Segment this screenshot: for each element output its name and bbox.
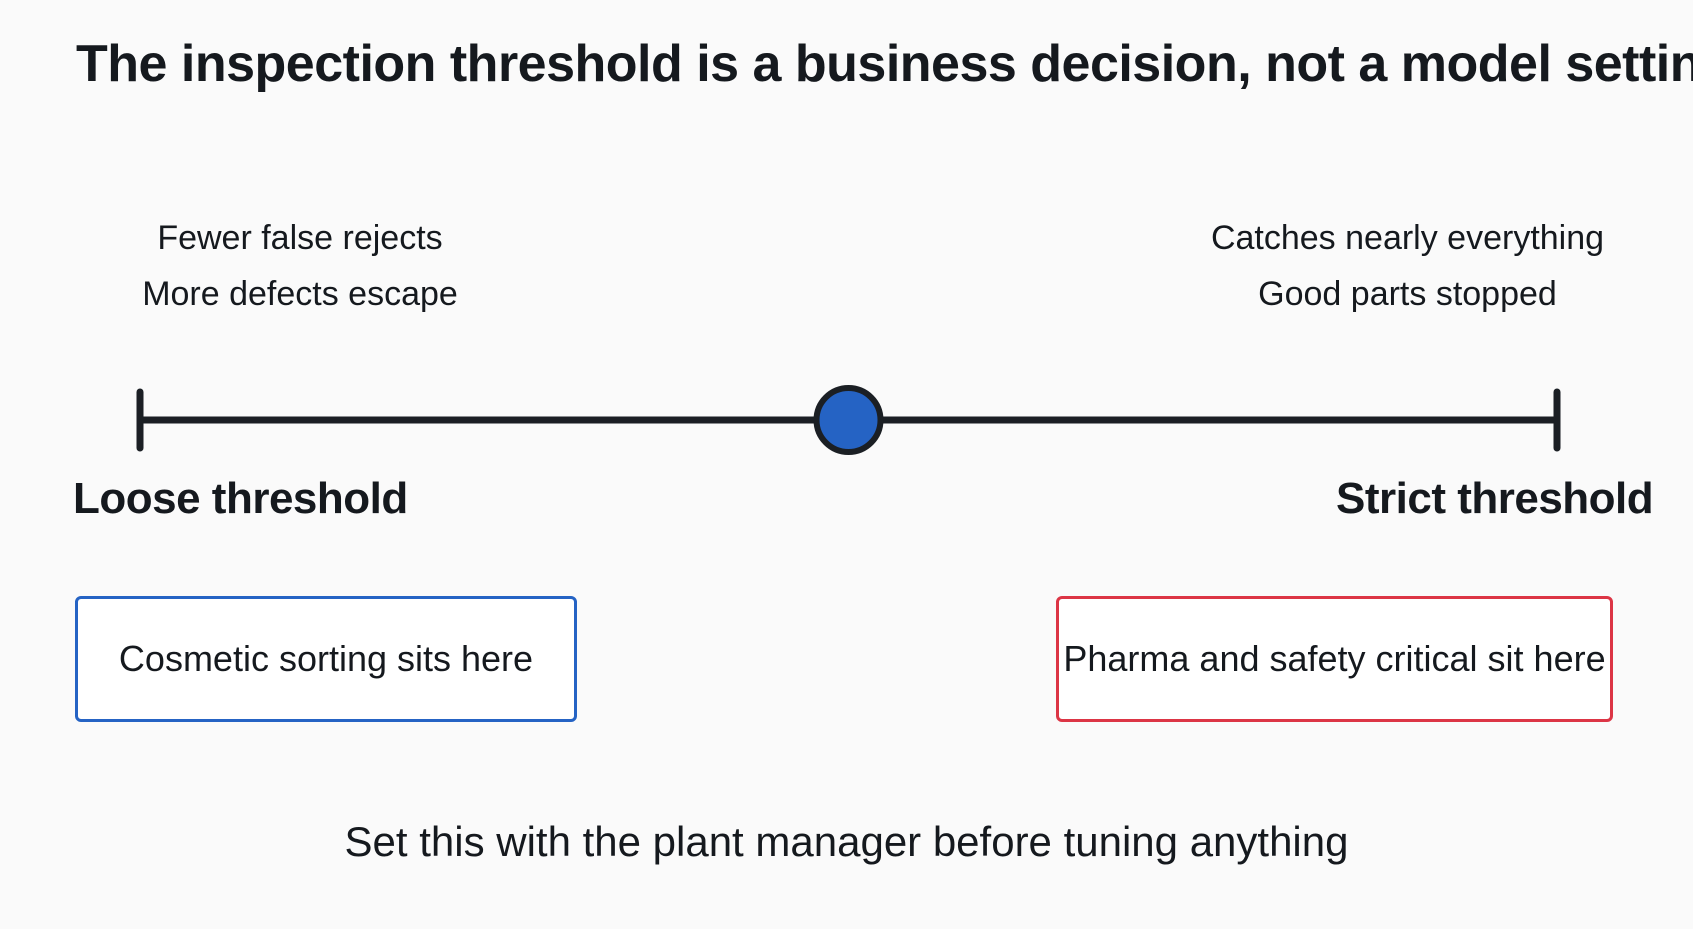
loose-tradeoffs: Fewer false rejects More defects escape bbox=[140, 210, 460, 322]
cosmetic-zone-label: Cosmetic sorting sits here bbox=[118, 638, 534, 679]
strict-tradeoffs: Catches nearly everything Good parts sto… bbox=[1205, 210, 1610, 322]
strict-threshold-label: Strict threshold bbox=[1336, 474, 1654, 523]
loose-tradeoff-line-1: Fewer false rejects bbox=[157, 219, 443, 257]
threshold-scale[interactable] bbox=[0, 375, 1693, 465]
loose-threshold-label: Loose threshold bbox=[73, 474, 408, 523]
loose-tradeoff-line-2: More defects escape bbox=[142, 275, 458, 313]
cosmetic-zone-box: Cosmetic sorting sits here bbox=[75, 596, 577, 722]
footer-note: Set this with the plant manager before t… bbox=[344, 818, 1349, 865]
strict-tradeoff-line-1: Catches nearly everything bbox=[1210, 219, 1605, 257]
pharma-zone-box: Pharma and safety critical sit here bbox=[1056, 596, 1613, 722]
strict-tradeoff-line-2: Good parts stopped bbox=[1258, 275, 1557, 313]
threshold-marker[interactable] bbox=[813, 385, 884, 455]
pharma-zone-label: Pharma and safety critical sit here bbox=[1063, 638, 1606, 679]
page-title: The inspection threshold is a business d… bbox=[76, 35, 1693, 93]
